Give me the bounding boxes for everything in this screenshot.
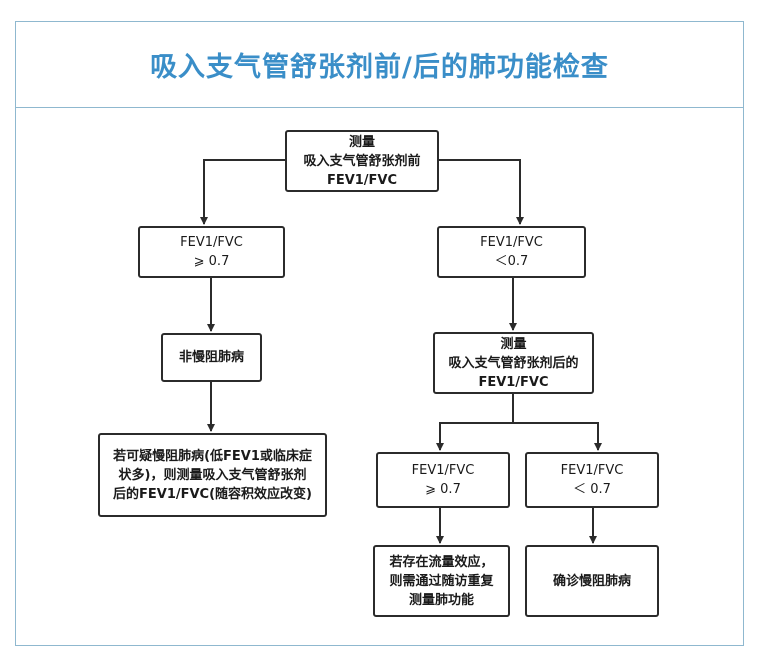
title-bar: 吸入支气管舒张剂前/后的肺功能检查 [16, 22, 743, 108]
node-line: 则需通过随访重复 [389, 573, 494, 589]
node-pre-ratio-ge: FEV1/FVC ⩾ 0.7 [138, 226, 285, 278]
node-line: 确诊慢阻肺病 [552, 573, 631, 589]
node-line: 状多)，则测量吸入支气管舒张剂 [118, 467, 307, 483]
node-line: 非慢阻肺病 [178, 350, 244, 365]
node-line: ⩾ 0.7 [193, 254, 230, 269]
node-line: FEV1/FVC [326, 172, 398, 188]
node-pre-ratio-lt: FEV1/FVC ＜0.7 [437, 226, 586, 278]
node-line: FEV1/FVC [478, 374, 549, 390]
arrow-post-measure-to-post-lt [513, 422, 602, 451]
node-suspect-copd: 若可疑慢阻肺病(低FEV1或临床症 状多)，则测量吸入支气管舒张剂 后的FEV1… [98, 433, 327, 517]
arrow-pre-measure-to-pre-lt [437, 159, 524, 225]
arrow-pre-measure-to-pre-ge [200, 159, 286, 225]
node-line: FEV1/FVC [180, 235, 243, 250]
node-line: 测量 [348, 134, 375, 150]
node-post-ratio-ge: FEV1/FVC ⩾ 0.7 [376, 452, 510, 508]
node-line: FEV1/FVC [411, 463, 475, 478]
node-pre-bronchodilator-measure: 测量 吸入支气管舒张剂前 FEV1/FVC [285, 130, 439, 192]
node-line: 吸入支气管舒张剂前 [303, 153, 421, 169]
node-line: 吸入支气管舒张剂后的 [448, 355, 579, 371]
node-post-ratio-lt: FEV1/FVC ＜ 0.7 [525, 452, 659, 508]
node-line: 测量 [500, 336, 527, 352]
node-line: 若可疑慢阻肺病(低FEV1或临床症 [113, 448, 312, 464]
node-flow-effect-followup: 若存在流量效应， 则需通过随访重复 测量肺功能 [373, 545, 510, 617]
node-line: ＜0.7 [494, 254, 529, 269]
arrow-post-measure-to-post-ge [436, 422, 513, 451]
node-line: ＜ 0.7 [573, 482, 611, 497]
node-line: FEV1/FVC [560, 463, 624, 478]
node-confirm-copd: 确诊慢阻肺病 [525, 545, 659, 617]
node-line: 后的FEV1/FVC(随容积效应改变) [113, 486, 312, 502]
figure-frame: 吸入支气管舒张剂前/后的肺功能检查 [15, 21, 744, 646]
node-line: FEV1/FVC [480, 235, 543, 250]
node-line: ⩾ 0.7 [425, 482, 461, 497]
node-non-copd: 非慢阻肺病 [161, 333, 262, 382]
node-post-bronchodilator-measure: 测量 吸入支气管舒张剂后的 FEV1/FVC [433, 332, 594, 394]
diagram-title: 吸入支气管舒张剂前/后的肺功能检查 [150, 52, 609, 83]
node-line: 若存在流量效应， [389, 554, 494, 570]
node-line: 测量肺功能 [408, 592, 474, 608]
